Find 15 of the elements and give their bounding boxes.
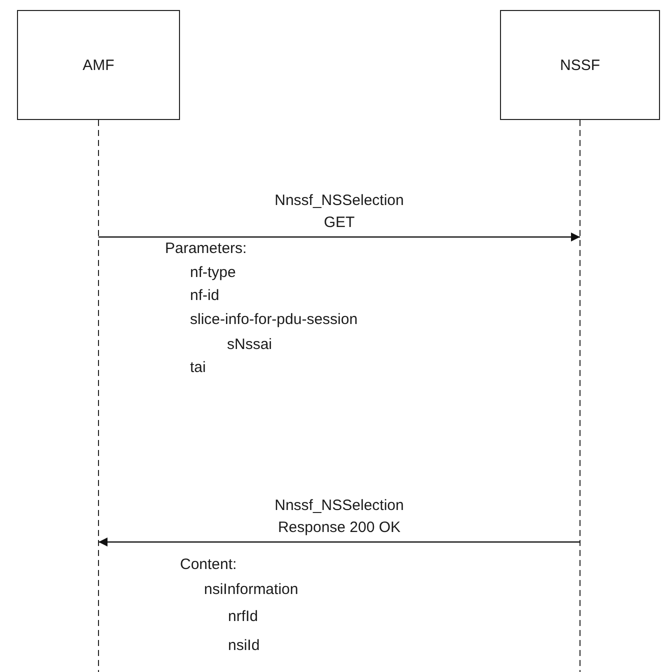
content-heading: Content: — [180, 556, 237, 574]
parameter-name: sNssai — [227, 336, 272, 354]
sequence-participant — [500, 10, 660, 672]
message-arrow — [98, 538, 580, 546]
parameter-name: slice-info-for-pdu-session — [190, 311, 358, 329]
participant-name: AMF — [82, 56, 114, 74]
parameters-heading: Parameters: — [165, 240, 247, 258]
content-field: nsiInformation — [204, 581, 298, 599]
parameter-name: nf-type — [190, 264, 236, 282]
parameter-name: nf-id — [190, 287, 220, 305]
parameter-name: tai — [190, 359, 206, 377]
message-arrow — [98, 232, 580, 242]
content-field: nsiId — [228, 637, 260, 655]
participant-name: NSSF — [560, 56, 600, 74]
content-field: nrfId — [228, 608, 258, 626]
